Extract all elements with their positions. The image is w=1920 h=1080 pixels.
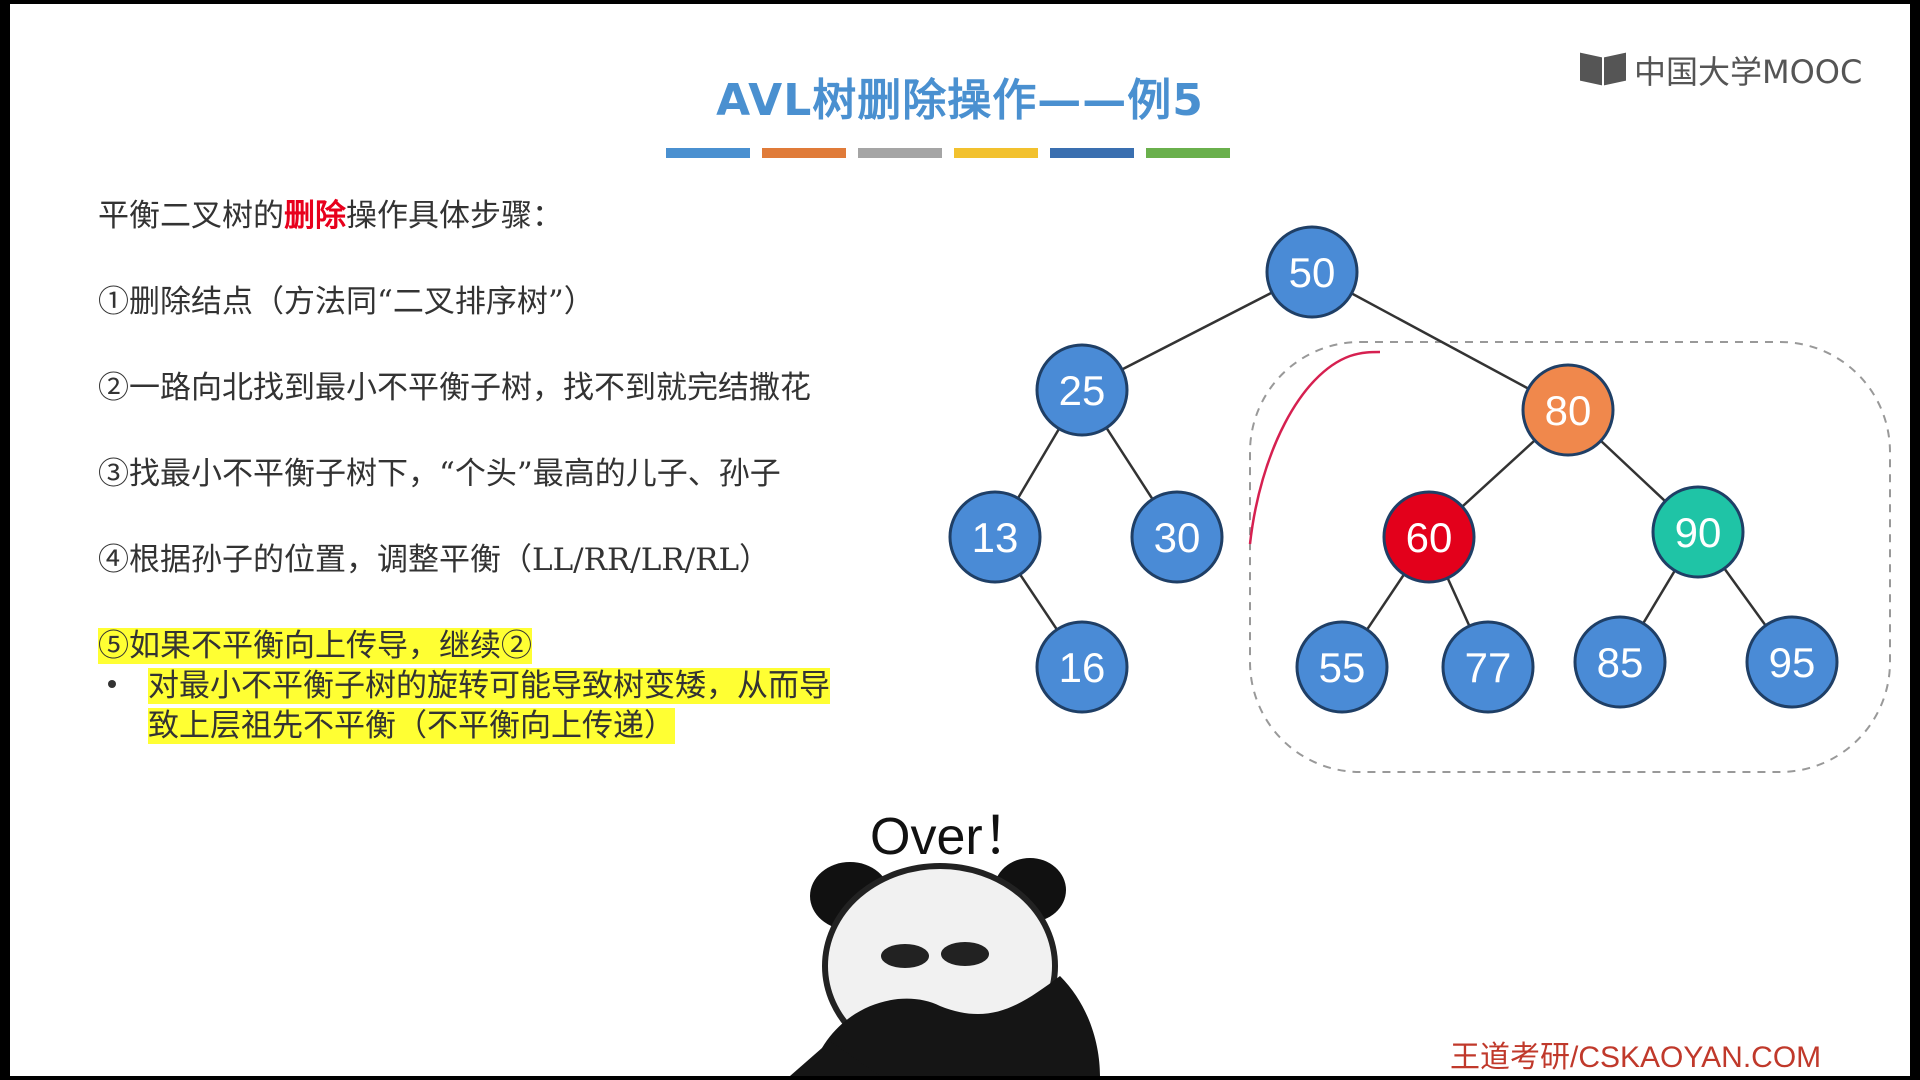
panda-eye-right [941, 942, 989, 966]
tree-node-circle-77 [1441, 620, 1535, 714]
slide-title: AVL树删除操作——例5 [716, 75, 1204, 126]
tree-node-circle-50 [1265, 225, 1359, 319]
footer-site: 王道考研/CSKAOYAN.COM [1450, 1041, 1822, 1074]
intro-line: 平衡二叉树的删除操作具体步骤： [98, 190, 563, 235]
intro-emphasis: 删除 [284, 198, 346, 234]
subtree-dashed-outline [1249, 341, 1891, 773]
tree-node-label-50: 50 [1289, 249, 1336, 296]
title-bar-5 [1050, 148, 1134, 158]
intro-prefix: 平衡二叉树的 [98, 198, 284, 234]
bullet-dot [108, 680, 116, 688]
over-text: Over！ [870, 808, 1035, 866]
tree-node-77: 77 [1441, 620, 1535, 714]
logo-text: 中国大学MOOC [1634, 53, 1863, 91]
title-bar-6 [1146, 148, 1230, 158]
title-bar-1 [666, 148, 750, 158]
tree-node-95: 95 [1745, 615, 1839, 709]
avl-tree-diagram: 50 25 80 13 30 16 60 90 55 77 85 95 [948, 225, 1891, 773]
panda-body [790, 1041, 880, 1076]
tree-node-label-55: 55 [1319, 644, 1366, 691]
title-bar-3 [858, 148, 942, 158]
tree-node-circle-95 [1745, 615, 1839, 709]
tree-node-circle-80 [1521, 363, 1615, 457]
tree-node-circle-55 [1295, 620, 1389, 714]
title-color-bars [666, 148, 1230, 158]
step-3: ③找最小不平衡子树下，“个头”最高的儿子、孙子 [98, 456, 781, 492]
panda-eye-left [881, 944, 929, 968]
slide: AVL树删除操作——例5 中国大学MOOC 平衡二叉树的删除操作具体步骤： ①删… [10, 4, 1910, 1076]
panda-meme-image [790, 858, 1100, 1076]
step-4: ④根据孙子的位置，调整平衡（LL/RR/LR/RL） [98, 542, 771, 578]
tree-node-circle-30 [1130, 490, 1224, 584]
tree-node-label-25: 25 [1059, 367, 1106, 414]
tree-node-25: 25 [1035, 343, 1129, 437]
tree-node-30: 30 [1130, 490, 1224, 584]
tree-node-label-90: 90 [1675, 509, 1722, 556]
tree-node-label-60: 60 [1406, 514, 1453, 561]
tree-edge-50-80 [1311, 270, 1569, 412]
step-5: ⑤如果不平衡向上传导，继续② [98, 620, 532, 665]
tree-node-circle-13 [948, 490, 1042, 584]
red-pen-annotation [1248, 350, 1381, 545]
tree-node-90: 90 [1651, 485, 1745, 579]
tree-node-circle-25 [1035, 343, 1129, 437]
tree-node-label-77: 77 [1465, 644, 1512, 691]
tree-node-circle-60 [1382, 490, 1476, 584]
tree-node-13: 13 [948, 490, 1042, 584]
tree-node-circle-85 [1573, 615, 1667, 709]
tree-node-55: 55 [1295, 620, 1389, 714]
tree-node-label-16: 16 [1059, 644, 1106, 691]
tree-node-label-80: 80 [1545, 387, 1592, 434]
title-bar-2 [762, 148, 846, 158]
step-1: ①删除结点（方法同“二叉排序树”） [98, 284, 595, 320]
bullet-line-2: 致上层祖先不平衡（不平衡向上传递） [148, 708, 675, 744]
tree-node-85: 85 [1573, 615, 1667, 709]
bullet-line-1: 对最小不平衡子树的旋转可能导致树变矮，从而导 [148, 668, 830, 704]
tree-node-label-30: 30 [1154, 514, 1201, 561]
tree-node-circle-16 [1035, 620, 1129, 714]
title-bar-4 [954, 148, 1038, 158]
mooc-logo: 中国大学MOOC [1580, 48, 1862, 92]
tree-node-label-85: 85 [1597, 639, 1644, 686]
tree-node-60: 60 [1382, 490, 1476, 584]
tree-node-16: 16 [1035, 620, 1129, 714]
tree-node-circle-90 [1651, 485, 1745, 579]
tree-node-label-95: 95 [1769, 639, 1816, 686]
tree-node-80: 80 [1521, 363, 1615, 457]
intro-suffix: 操作具体步骤： [346, 198, 563, 234]
tree-node-50: 50 [1265, 225, 1359, 319]
step-5-text: ⑤如果不平衡向上传导，继续② [98, 628, 532, 664]
step-2: ②一路向北找到最小不平衡子树，找不到就完结撒花 [98, 370, 811, 406]
panda-hand [810, 976, 1100, 1076]
tree-node-label-13: 13 [972, 514, 1019, 561]
